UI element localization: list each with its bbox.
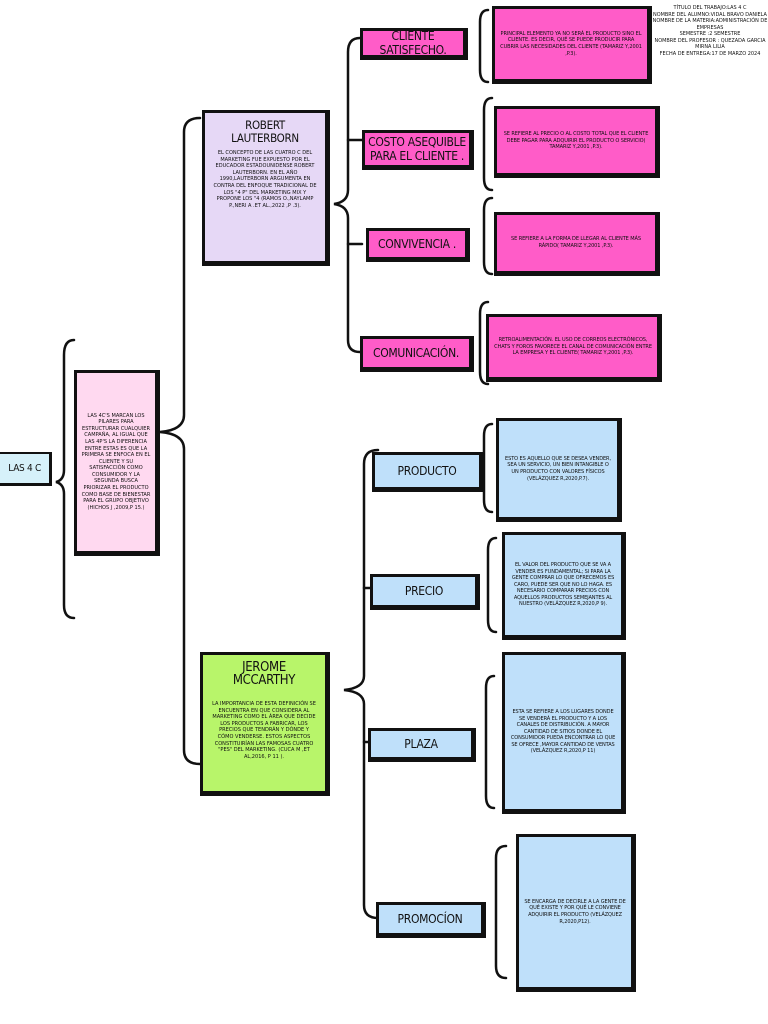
c-item-comunicacion: COMUNICACIÓN. bbox=[360, 336, 474, 372]
p-item-desc: SE ENCARGA DE DECIRLE A LA GENTE DE QUÉ … bbox=[516, 834, 636, 992]
c-item-label: COSTO ASEQUIBLE PARA EL CLIENTE . bbox=[368, 135, 466, 163]
p-item-plaza: PLAZA bbox=[368, 728, 476, 762]
lauterborn-node: ROBERT LAUTERBORN EL CONCEPTO DE LAS CUA… bbox=[202, 110, 330, 266]
p-item-desc: ESTA SE REFIERE A LOS LUGARES DONDE SE V… bbox=[502, 652, 626, 814]
p-item-desc-text: ESTA SE REFIERE A LOS LUGARES DONDE SE V… bbox=[510, 708, 616, 755]
c-item-cliente-satisfecho: CLIENTE SATISFECHO. bbox=[360, 28, 468, 60]
p-item-label: PROMOCÍON bbox=[397, 912, 463, 926]
root-node: LAS 4 C bbox=[0, 452, 52, 486]
c-item-desc: PRINCIPAL ELEMENTO YA NO SERÁ EL PRODUCT… bbox=[492, 6, 652, 84]
info-line: FECHA DE ENTREGA:17 DE MARZO 2024 bbox=[659, 50, 761, 57]
c-item-label: CONVIVENCIA . bbox=[377, 237, 456, 251]
p-item-desc-text: EL VALOR DEL PRODUCTO QUE SE VA A VENDER… bbox=[511, 561, 615, 608]
info-line: NOMBRE DEL PROFESOR : QUEZADA GARCIA MIR… bbox=[654, 37, 766, 51]
p-item-desc-text: SE ENCARGA DE DECIRLE A LA GENTE DE QUÉ … bbox=[524, 898, 626, 925]
info-line: TÍTULO DEL TRABAJO:LAS 4 C bbox=[673, 5, 747, 11]
mccarthy-text: LA IMPORTANCIA DE ESTA DEFINICIÓN SE ENC… bbox=[212, 701, 316, 760]
p-item-label: PRODUCTO bbox=[397, 464, 457, 478]
mccarthy-node: JEROME MCCARTHY LA IMPORTANCIA DE ESTA D… bbox=[200, 652, 330, 796]
lauterborn-text: EL CONCEPTO DE LAS CUATRO C DEL MARKETIN… bbox=[213, 150, 317, 209]
c-item-desc: SE REFIERE AL PRECIO O AL COSTO TOTAL QU… bbox=[494, 106, 660, 178]
info-line: NOMBRE DEL ALUMNO:VIDAL BRAVO DANIELA bbox=[653, 11, 767, 18]
c-item-label: CLIENTE SATISFECHO. bbox=[379, 29, 447, 57]
c-item-desc: RETROALIMENTACIÓN. EL USO DE CORREOS ELE… bbox=[486, 314, 662, 382]
c-item-label: COMUNICACIÓN. bbox=[372, 346, 460, 360]
info-line: NOMBRE DE LA MATERIA:ADMINISTRACIÓN DE E… bbox=[652, 18, 768, 31]
p-item-desc: EL VALOR DEL PRODUCTO QUE SE VA A VENDER… bbox=[502, 532, 626, 640]
lauterborn-title: ROBERT LAUTERBORN bbox=[231, 118, 299, 145]
c-item-desc-text: RETROALIMENTACIÓN. EL USO DE CORREOS ELE… bbox=[494, 337, 652, 357]
p-item-label: PRECIO bbox=[404, 584, 444, 598]
c-item-desc-text: SE REFIERE A LA FORMA DE LLEGAR AL CLIEN… bbox=[511, 236, 641, 249]
p-item-producto: PRODUCTO bbox=[372, 452, 484, 492]
p-item-precio: PRECIO bbox=[370, 574, 480, 610]
intro-node: LAS 4C'S MARCAN LOS PILARES PARA ESTRUCT… bbox=[74, 370, 160, 556]
c-item-costo-asequible: COSTO ASEQUIBLE PARA EL CLIENTE . bbox=[362, 130, 474, 170]
p-item-label: PLAZA bbox=[404, 737, 438, 751]
root-label: LAS 4 C bbox=[8, 462, 41, 474]
p-item-desc: ESTO ES AQUELLO QUE SE DESEA VENDER, SEA… bbox=[496, 418, 622, 522]
info-line: SEMESTRE :2 SEMESTRE bbox=[679, 31, 741, 37]
intro-text: LAS 4C'S MARCAN LOS PILARES PARA ESTRUCT… bbox=[81, 412, 151, 511]
c-item-desc: SE REFIERE A LA FORMA DE LLEGAR AL CLIEN… bbox=[494, 212, 660, 276]
mccarthy-title: JEROME MCCARTHY bbox=[232, 660, 296, 688]
c-item-desc-text: SE REFIERE AL PRECIO O AL COSTO TOTAL QU… bbox=[503, 131, 649, 151]
c-item-convivencia: CONVIVENCIA . bbox=[366, 228, 470, 262]
p-item-promocion: PROMOCÍON bbox=[376, 902, 486, 938]
p-item-desc-text: ESTO ES AQUELLO QUE SE DESEA VENDER, SEA… bbox=[505, 455, 611, 482]
c-item-desc-text: PRINCIPAL ELEMENTO YA NO SERÁ EL PRODUCT… bbox=[500, 30, 642, 57]
student-info: TÍTULO DEL TRABAJO:LAS 4 C NOMBRE DEL AL… bbox=[652, 5, 768, 57]
